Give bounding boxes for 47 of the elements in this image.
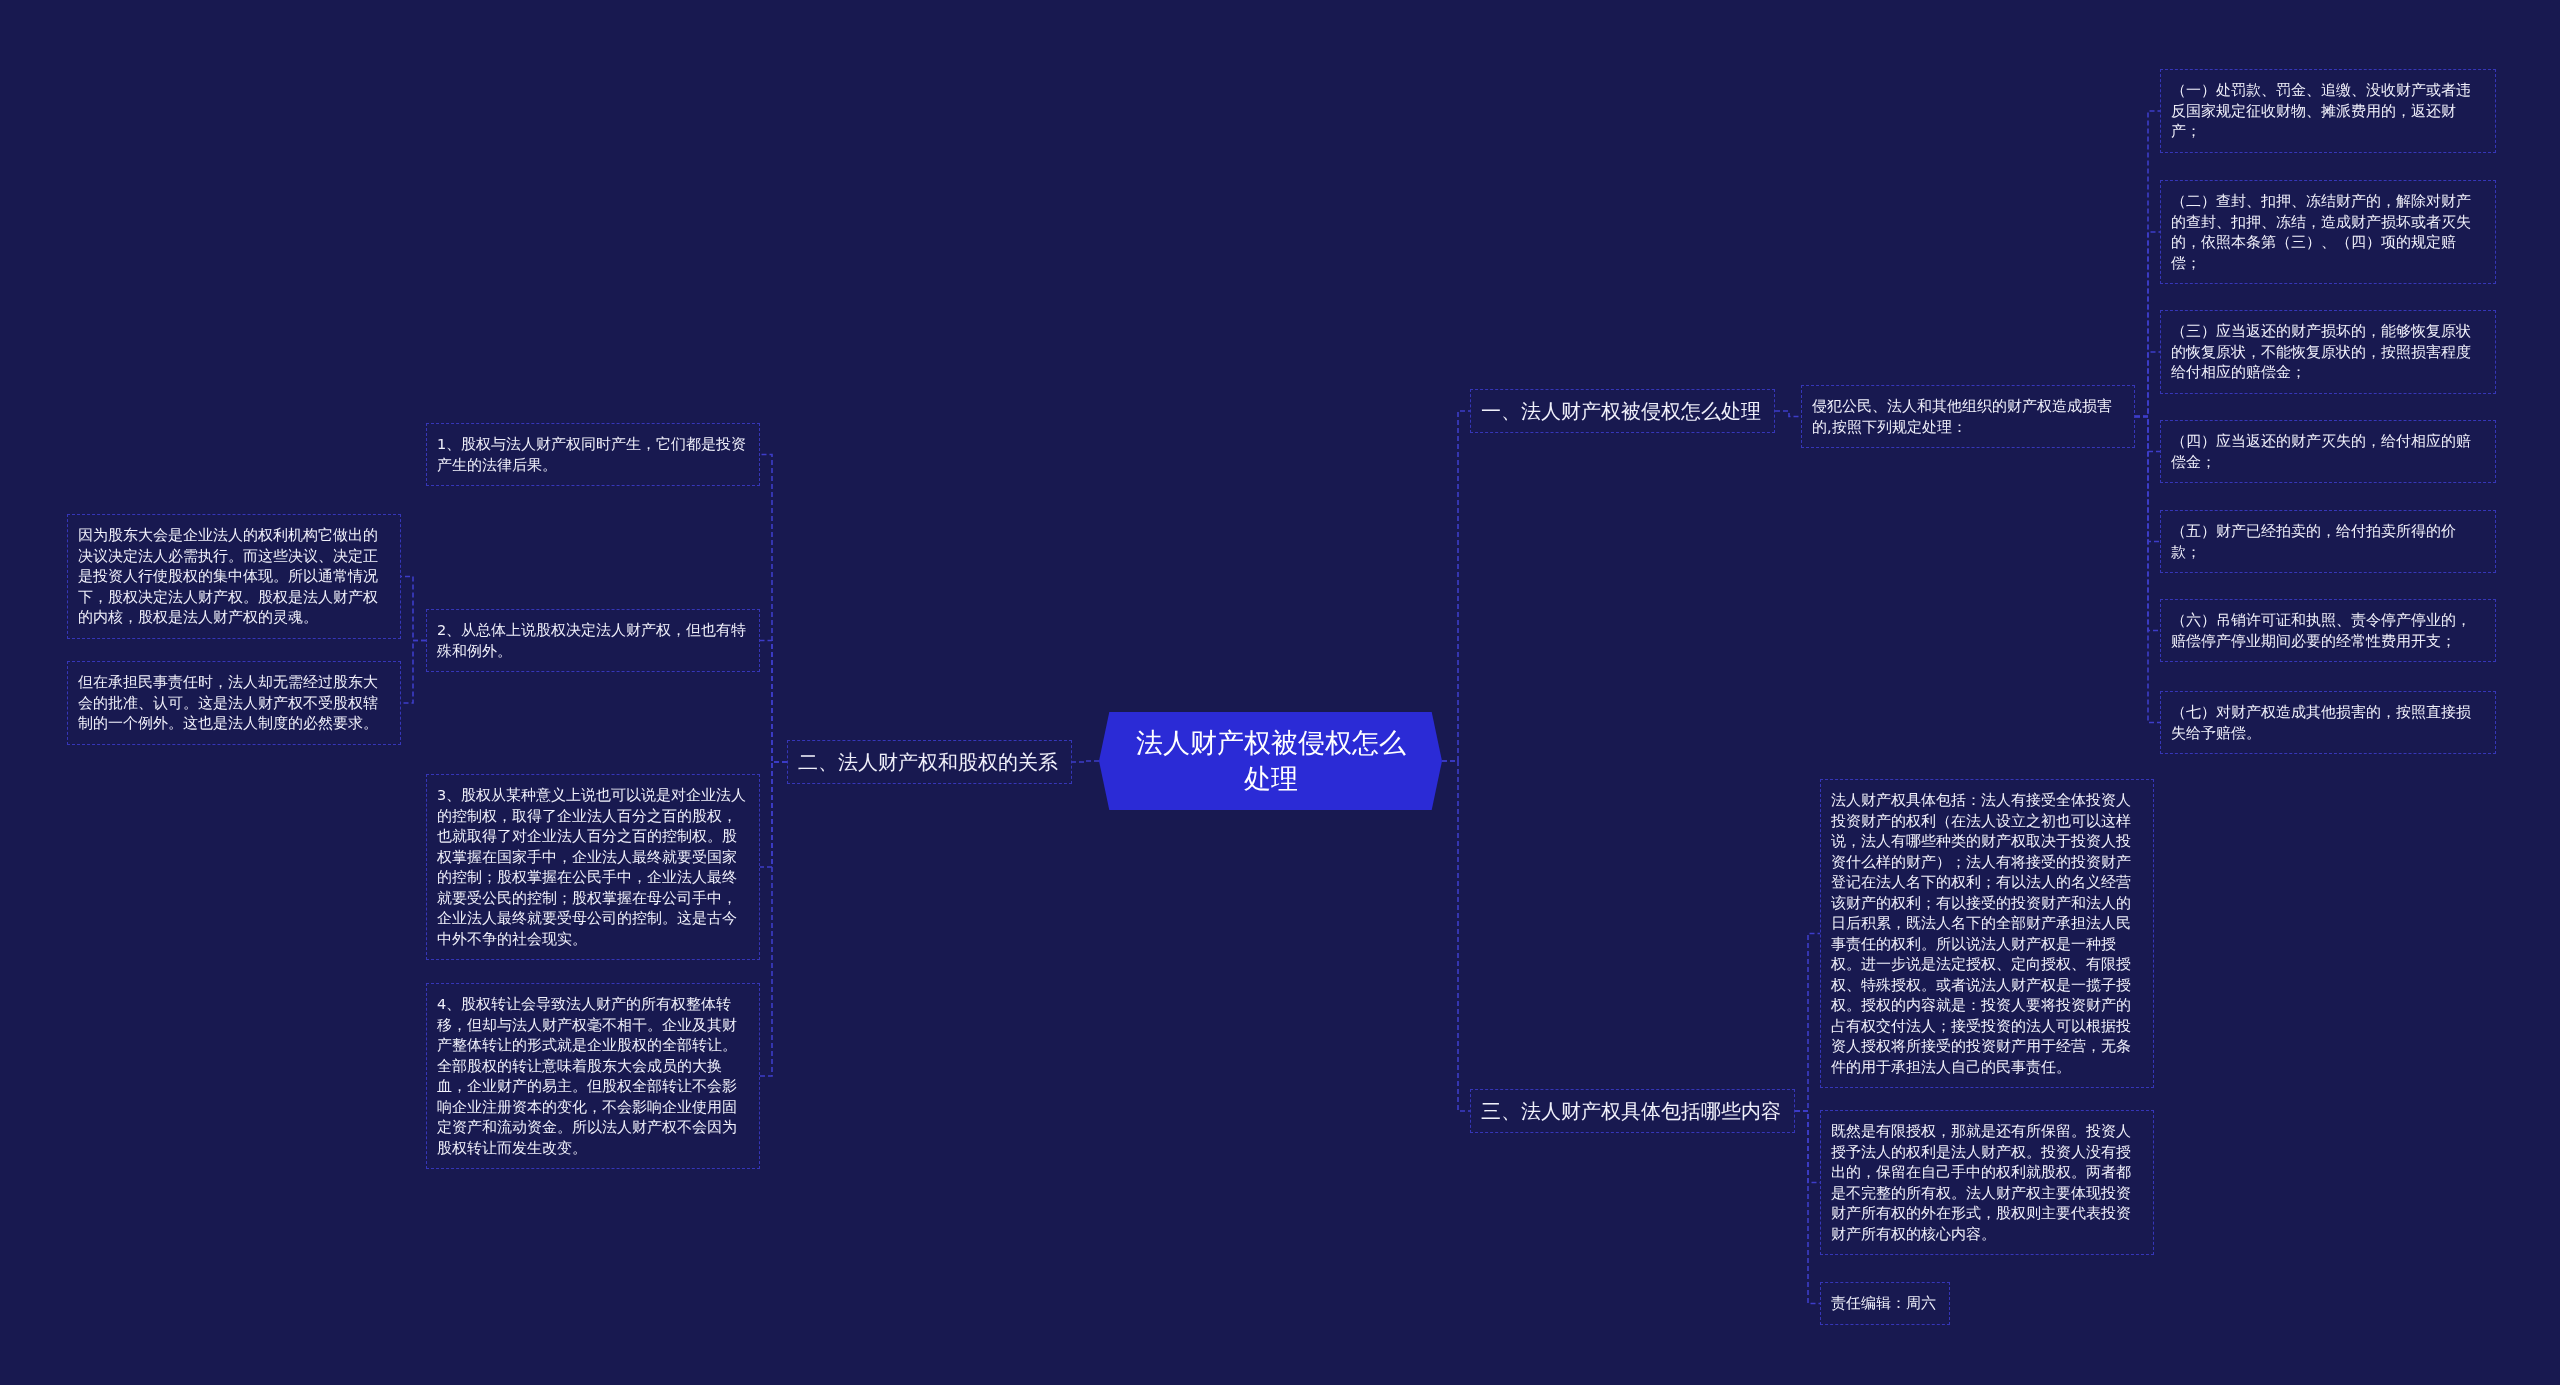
node-text: 侵犯公民、法人和其他组织的财产权造成损害的,按照下列规定处理： — [1812, 397, 2113, 437]
note-box — [67, 661, 401, 745]
note-box — [426, 609, 760, 672]
node-text: 既然是有限授权，那就是还有所保留。投资人授予法人的权利是法人财产权。投资人没有授出的，保留在自己手中的权利就股权。两者都是不完整的所有权。法人财产权主要体现投资财产所有权的外在形式，股权则主要代表投资财产所有权的核心内容。 — [1831, 1122, 2132, 1244]
note-box — [2160, 310, 2496, 394]
node-text: 三、法人财产权具体包括哪些内容 — [1481, 1098, 1782, 1125]
note-box — [1820, 779, 2154, 1088]
node-text: （七）对财产权造成其他损害的，按照直接损失给予赔偿。 — [2171, 703, 2472, 743]
connector-line — [1794, 1110, 1821, 1305]
connector-line — [759, 761, 788, 1077]
note-box — [426, 774, 760, 960]
node-text: （五）财产已经拍卖的，给付拍卖所得的价款； — [2171, 522, 2457, 562]
note-box — [1820, 1282, 1950, 1325]
note-box — [2160, 180, 2496, 284]
note-box — [1820, 1110, 2154, 1255]
node-text: 一、法人财产权被侵权怎么处理 — [1481, 398, 1762, 425]
node-text: （三）应当返还的财产损坏的，能够恢复原状的恢复原状，不能恢复原状的，按照损害程度给付相应的赔偿金； — [2171, 322, 2472, 382]
node-text: 4、股权转让会导致法人财产的所有权整体转移，但却与法人财产权毫不相干。企业及其财产整体转让的形式就是企业股权的全部转让。全部股权的转让意味着股东大会成员的大换血，企业财产的易主。但股权全部转让不会影响企业注册资本的变化，不会影响企业使用固定资产和流动资金。所以法人财产权不会因为股权转让而发生改变。 — [437, 995, 738, 1158]
node-text: 1、股权与法人财产权同时产生，它们都是投资产生的法律后果。 — [437, 435, 748, 475]
note-box — [426, 423, 760, 486]
node-text: 法人财产权具体包括：法人有接受全体投资人投资财产的权利（在法人设立之初也可以这样说，法人有哪些种类的财产权取决于投资人投资什么样的财产）；法人有将接受的投资财产登记在法人名下的权利；有以法人的名义经营该财产的权利；有以接受的投资财产和法人的日后积累，既法人名下的全部财产承担法人民事责任的权利。所以说法人财产权是一种授权。进一步说是法定授权、定向授权、有限授权、特殊授权。或者说法人财产权是一揽子授权。授权的内容就是：投资人要将投资财产的占有权交付法人；接受投资的法人可以根据投资人授权将所接受的投资财产用于经营，无条件的用于承担法人自己的民事责任。 — [1831, 791, 2132, 1077]
note-box — [2160, 420, 2496, 483]
node-text: （二）查封、扣押、冻结财产的，解除对财产的查封、扣押、冻结，造成财产损坏或者灭失的，依照本条第（三）、（四）项的规定赔偿； — [2171, 192, 2472, 273]
node-text: 法人财产权被侵权怎么处理 — [1134, 726, 1407, 796]
node-text: 责任编辑：周六 — [1831, 1294, 1937, 1313]
node-text: 因为股东大会是企业法人的权利机构它做出的决议决定法人必需执行。而这些决议、决定正是投资人行使股权的集中体现。所以通常情况下，股权决定法人财产权。股权是法人财产权的内核，股权是法人财产权的灵魂。 — [78, 526, 379, 627]
note-box — [2160, 510, 2496, 573]
note-box — [426, 983, 760, 1169]
node-text: 但在承担民事责任时，法人却无需经过股东大会的批准、认可。这是法人财产权不受股权辖制的一个例外。这也是法人制度的必然要求。 — [78, 673, 379, 733]
branch-box — [1470, 389, 1775, 433]
note-box — [1801, 385, 2135, 448]
branch-box — [787, 740, 1072, 784]
connector-line — [2134, 415, 2161, 724]
node-text: （六）吊销许可证和执照、责令停产停业的，赔偿停产停业期间必要的经常性费用开支； — [2171, 611, 2472, 651]
node-text: 二、法人财产权和股权的关系 — [798, 749, 1059, 776]
connector-line — [1071, 760, 1100, 763]
node-text: （四）应当返还的财产灭失的，给付相应的赔偿金； — [2171, 432, 2472, 472]
node-text: （一）处罚款、罚金、追缴、没收财产或者违反国家规定征收财物、摊派费用的，返还财产； — [2171, 81, 2472, 141]
note-box — [67, 514, 401, 639]
note-box — [2160, 691, 2496, 754]
note-box — [2160, 599, 2496, 662]
node-text: 3、股权从某种意义上说也可以说是对企业法人的控制权，取得了企业法人百分之百的股权，也就取得了对企业法人百分之百的控制权。股权掌握在国家手中，企业法人最终就要受国家的控制；股权掌握在公民手中，企业法人最终就要受公民的控制；股权掌握在母公司手中，企业法人最终就要受母公司的控制。这是古今中外不争的社会现实。 — [437, 786, 748, 949]
note-box — [2160, 69, 2496, 153]
branch-box — [1470, 1089, 1795, 1133]
connector-line — [1441, 760, 1471, 1112]
node-text: 2、从总体上说股权决定法人财产权，但也有特殊和例外。 — [437, 621, 748, 661]
connector-line — [1774, 410, 1802, 418]
